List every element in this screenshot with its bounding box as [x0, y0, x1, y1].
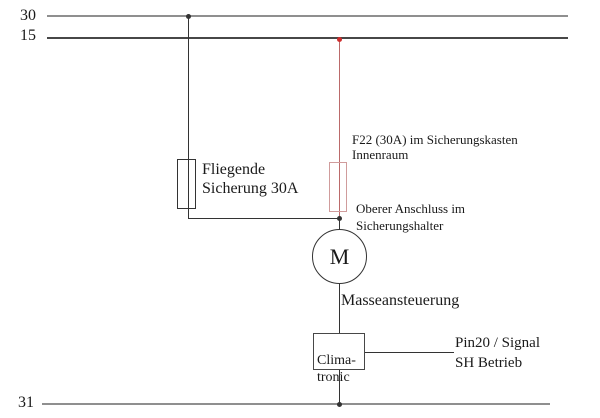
wire-fuse-to-junction: [188, 218, 340, 219]
bus-15-line: [47, 37, 568, 39]
wire-climatronic-to-ground: [339, 370, 340, 404]
fuse-holder-note: Oberer Anschluss im Sicherungshalter: [356, 201, 466, 233]
fuse-f22-symbol: [329, 162, 347, 212]
pin-signal-label: Pin20 / Signal SH Betrieb: [455, 335, 541, 371]
wire-junction-to-motor: [339, 219, 340, 229]
junction-dot-ground: [337, 402, 342, 407]
climatronic-box: Clima- tronic: [313, 333, 365, 385]
bus-30-label: 30: [20, 7, 36, 24]
wire-bus30-drop: [188, 16, 189, 219]
flying-fuse-label: Fliegende Sicherung 30A: [202, 161, 299, 197]
junction-dot-fuse-holder: [337, 216, 342, 221]
wire-motor-to-climatronic: [339, 284, 340, 333]
climatronic-label: Clima- tronic: [317, 353, 356, 385]
bus-31-label: 31: [18, 394, 34, 411]
f22-fuse-label: F22 (30A) im Sicherungskasten Innenraum: [352, 132, 518, 162]
fuse-flying-symbol: [177, 159, 196, 209]
bus-15-label: 15: [20, 27, 36, 44]
wire-signal-line: [365, 352, 454, 353]
bus-31-line: [42, 403, 550, 405]
bus-30-line: [47, 15, 568, 17]
motor-symbol: M: [312, 229, 367, 284]
wire-bus15-red-drop: [339, 39, 340, 219]
ground-control-label: Masseansteuerung: [341, 292, 460, 309]
junction-dot-bus15: [337, 37, 342, 42]
motor-label: M: [329, 243, 350, 269]
junction-dot-bus30: [186, 14, 191, 19]
